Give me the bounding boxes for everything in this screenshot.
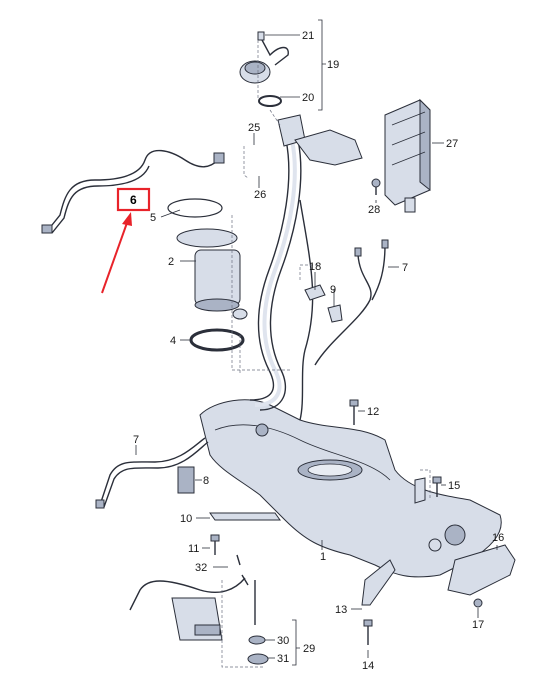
part-label-18: 18 xyxy=(309,261,321,273)
part-label-12: 12 xyxy=(367,406,379,418)
clips-brackets xyxy=(177,284,516,606)
part-label-19: 19 xyxy=(327,59,339,71)
part-label-1: 1 xyxy=(320,551,326,563)
part-label-17: 17 xyxy=(472,619,484,631)
part-label-7-top: 7 xyxy=(402,262,408,274)
part-label-26: 26 xyxy=(254,189,266,201)
part-label-27: 27 xyxy=(446,138,458,150)
part-label-31: 31 xyxy=(277,653,289,665)
fuel-pump-assembly xyxy=(167,198,248,352)
part-label-16: 16 xyxy=(492,532,504,544)
part-label-29: 29 xyxy=(303,643,315,655)
fuel-tank xyxy=(199,399,502,578)
part-label-15: 15 xyxy=(448,480,460,492)
part-label-28: 28 xyxy=(368,204,380,216)
bolts xyxy=(210,178,483,645)
leader-lines xyxy=(135,19,498,666)
part-label-13: 13 xyxy=(335,604,347,616)
filter-module xyxy=(129,577,269,665)
part-label-21: 21 xyxy=(302,30,314,42)
tank-cap xyxy=(239,31,289,107)
part-label-32: 32 xyxy=(195,562,207,574)
fuel-lines xyxy=(41,149,389,509)
part-label-11: 11 xyxy=(188,543,199,555)
part-label-10: 10 xyxy=(180,513,192,525)
part-label-6: 6 xyxy=(130,193,137,207)
part-label-9: 9 xyxy=(330,284,336,296)
part-label-4: 4 xyxy=(170,335,176,347)
part-label-5: 5 xyxy=(150,212,156,224)
charcoal-canister xyxy=(384,98,431,213)
part-label-14: 14 xyxy=(362,660,374,672)
highlight-arrow xyxy=(101,219,129,294)
highlight-arrowhead xyxy=(122,212,132,226)
part-label-30: 30 xyxy=(277,635,289,647)
part-label-25: 25 xyxy=(248,122,260,134)
reference-dashed-lines xyxy=(221,40,431,668)
part-label-20: 20 xyxy=(302,92,314,104)
filler-neck xyxy=(249,114,363,421)
highlight-callout xyxy=(101,187,151,294)
part-label-8: 8 xyxy=(203,475,209,487)
part-label-2: 2 xyxy=(168,256,174,268)
part-label-7-left: 7 xyxy=(133,434,139,446)
highlight-box xyxy=(116,187,151,212)
part-labels: 21 19 20 25 26 27 28 6 5 2 4 18 7 9 12 7… xyxy=(130,30,504,672)
